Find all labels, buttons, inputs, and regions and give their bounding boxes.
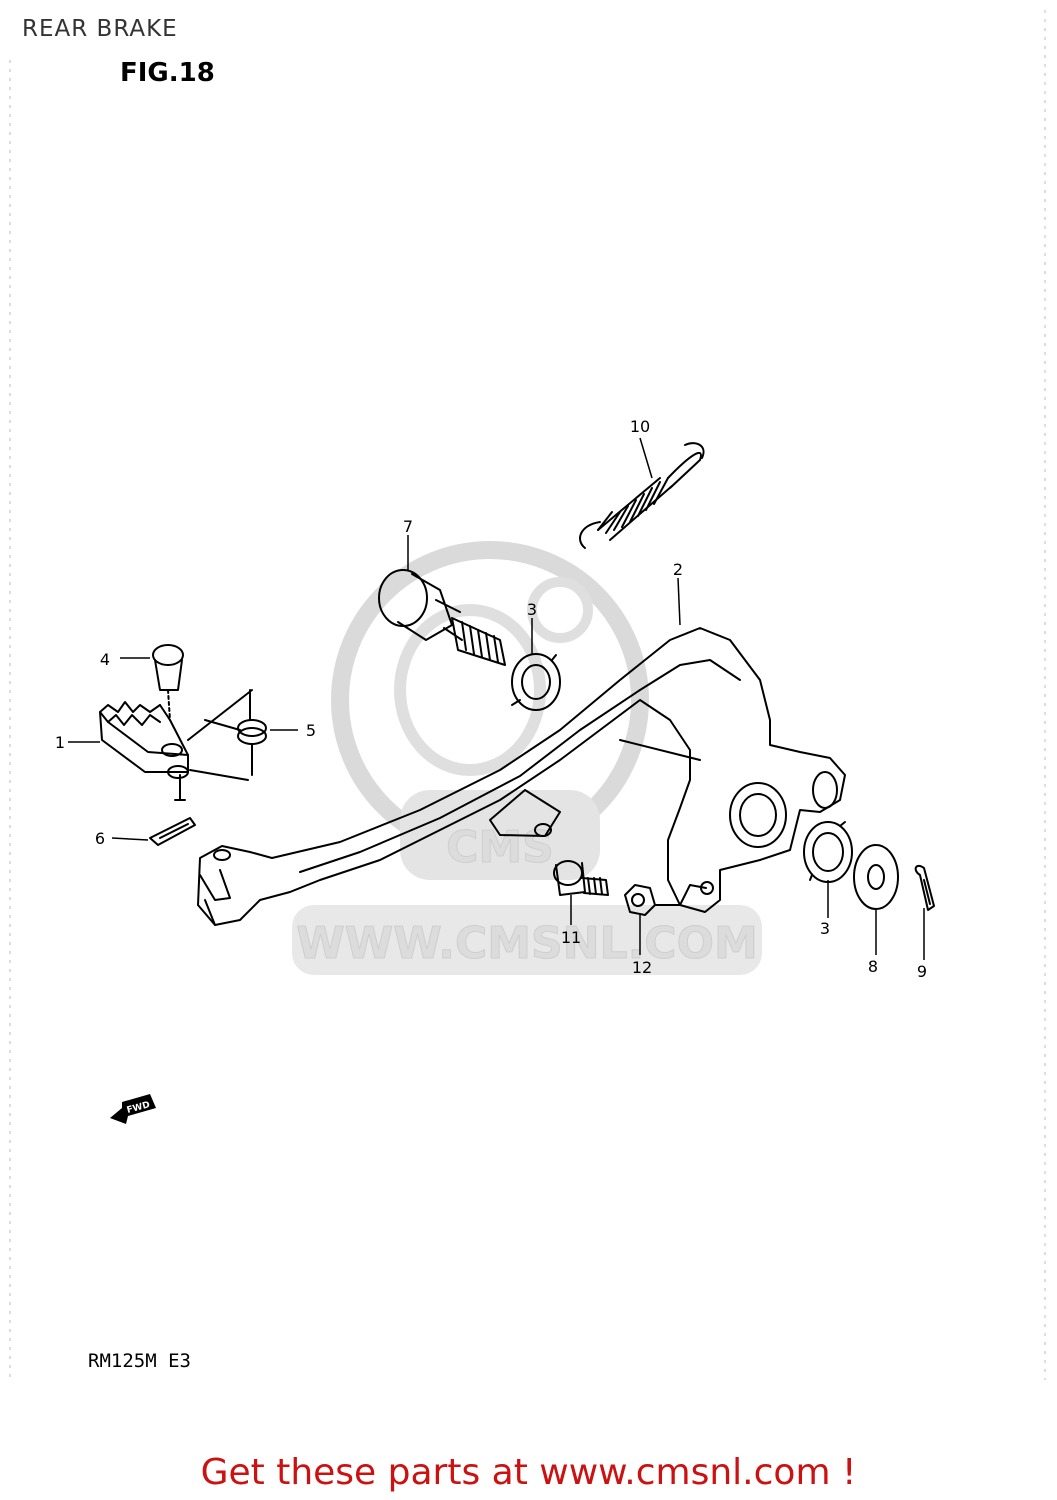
clevis-pin-part <box>152 644 184 721</box>
nut-part <box>624 884 707 916</box>
cmsnl-parts-link[interactable]: Get these parts at www.cmsnl.com ! <box>200 1452 857 1493</box>
small-cotter-pin-part <box>149 817 196 846</box>
watermark-logo-text: CMS <box>446 822 554 873</box>
page-title: REAR BRAKE <box>22 16 178 42</box>
seal-part-lower <box>803 821 853 883</box>
seal-part-upper <box>511 653 561 711</box>
watermark-url: WWW.CMSNL.COM <box>296 918 758 969</box>
callout-9: 9 <box>917 962 927 981</box>
callout-11: 11 <box>561 928 581 947</box>
callout-8: 8 <box>868 957 878 976</box>
leader-lines <box>68 437 925 960</box>
small-spring-part <box>187 689 267 781</box>
brake-pedal-part <box>197 627 846 926</box>
callout-4: 4 <box>100 650 110 669</box>
pedal-tip-part <box>99 701 189 801</box>
washer-part <box>853 844 899 910</box>
cotter-pin-part <box>914 864 935 911</box>
callout-7: 7 <box>403 517 413 536</box>
callout-5: 5 <box>306 721 316 740</box>
figure-label: FIG.18 <box>120 58 215 88</box>
bolt-part <box>553 860 609 896</box>
pivot-bolt-part <box>378 569 506 666</box>
callout-6: 6 <box>95 829 105 848</box>
callout-2: 2 <box>673 560 683 579</box>
callout-12: 12 <box>632 958 652 977</box>
callout-10: 10 <box>630 417 650 436</box>
callout-1: 1 <box>55 733 65 752</box>
forward-arrow-icon: FWD <box>110 1094 156 1124</box>
model-code: RM125M E3 <box>88 1350 191 1372</box>
callout-3-lower: 3 <box>820 919 830 938</box>
callout-3-upper: 3 <box>527 600 537 619</box>
spring-part <box>579 442 705 549</box>
